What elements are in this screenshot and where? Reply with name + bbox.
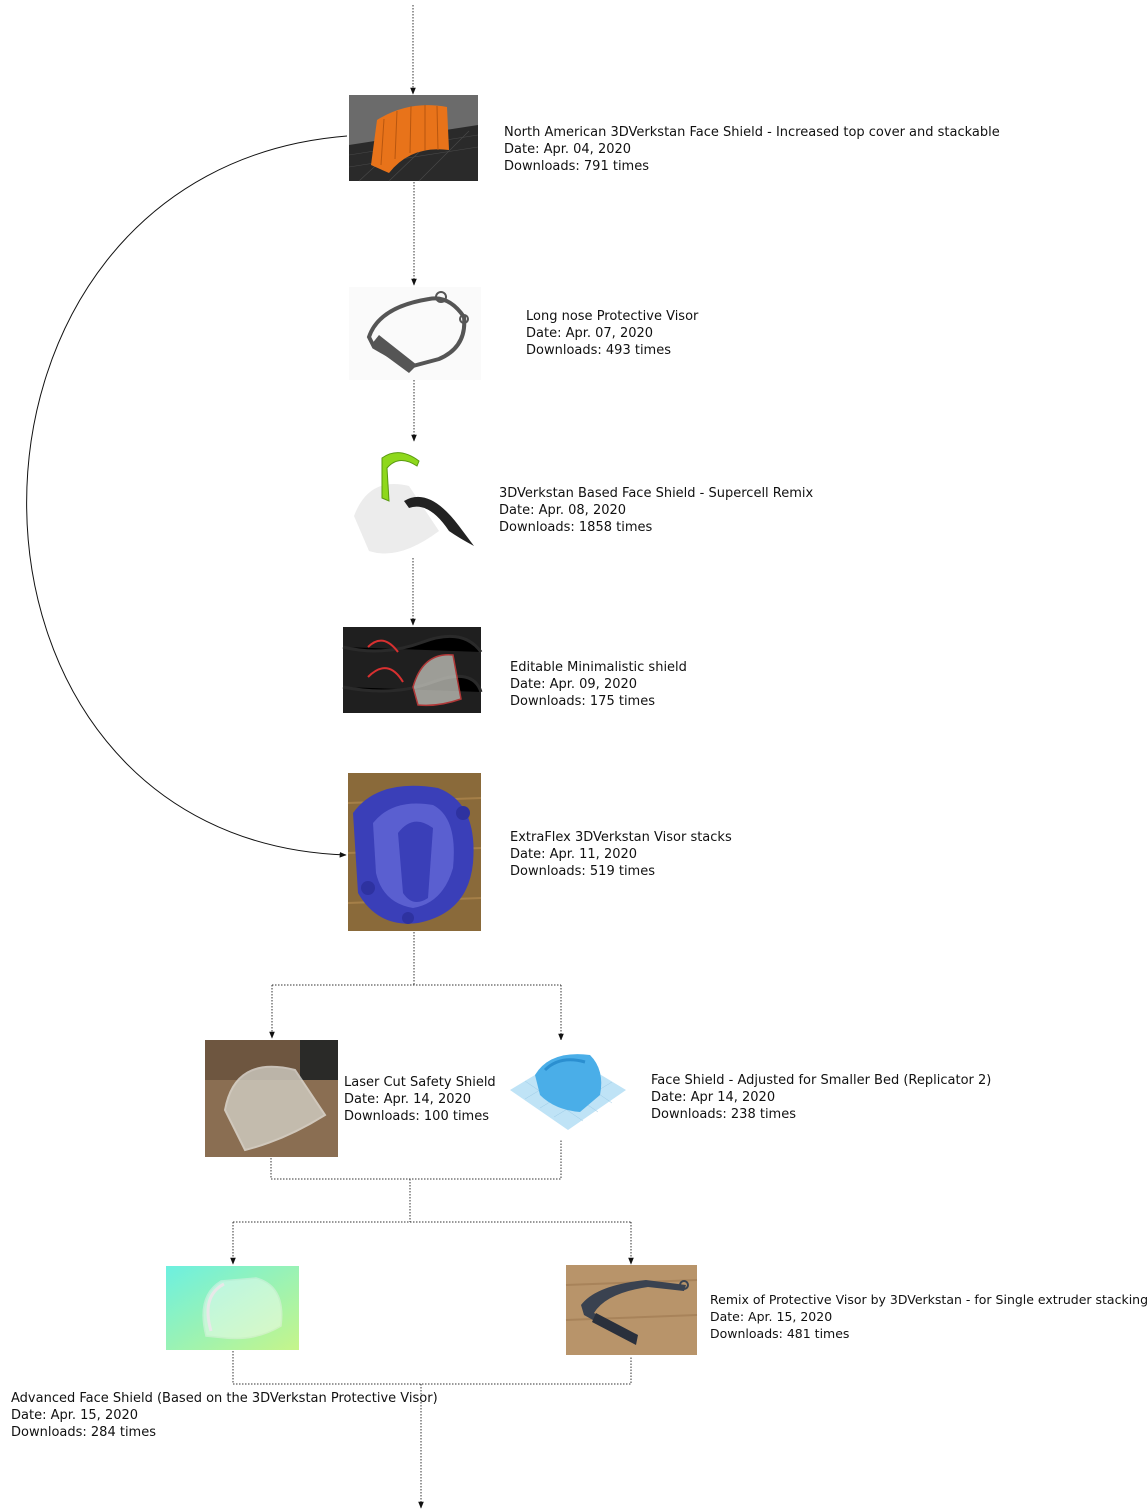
split-merge	[233, 1179, 631, 1223]
thumbnail-n9	[565, 1265, 698, 1355]
thumbnail-n1	[348, 95, 479, 182]
node-info-n9: Remix of Protective Visor by 3DVerkstan …	[710, 1291, 1148, 1342]
node-title: Laser Cut Safety Shield	[344, 1075, 496, 1090]
node-title: Long nose Protective Visor	[526, 309, 699, 324]
node-date: Date: Apr. 14, 2020	[344, 1092, 472, 1107]
node-info-n5: ExtraFlex 3DVerkstan Visor stacks Date: …	[510, 829, 732, 880]
node-date: Date: Apr 14, 2020	[651, 1090, 776, 1105]
node-title: ExtraFlex 3DVerkstan Visor stacks	[510, 830, 732, 845]
node-downloads: Downloads: 519 times	[510, 864, 655, 879]
node-downloads: Downloads: 175 times	[510, 694, 655, 709]
node-date: Date: Apr. 15, 2020	[710, 1309, 833, 1324]
node-downloads: Downloads: 1858 times	[499, 520, 653, 535]
node-title: 3DVerkstan Based Face Shield - Supercell…	[499, 486, 814, 501]
node-downloads: Downloads: 791 times	[504, 159, 649, 174]
split-n5	[272, 932, 561, 986]
node-downloads: Downloads: 493 times	[526, 343, 671, 358]
node-info-n8: Advanced Face Shield (Based on the 3DVer…	[11, 1390, 438, 1441]
node-downloads: Downloads: 238 times	[651, 1107, 796, 1122]
merge-n6-n7	[270, 1140, 562, 1180]
thumbnail-n6	[205, 1040, 338, 1157]
merge-n8-n9	[232, 1351, 632, 1385]
node-date: Date: Apr. 07, 2020	[526, 326, 654, 341]
thumbnail-n4	[342, 627, 483, 713]
node-date: Date: Apr. 04, 2020	[504, 142, 632, 157]
thumbnail-n3	[349, 446, 481, 558]
node-info-n4: Editable Minimalistic shield Date: Apr. …	[510, 659, 687, 710]
arc-n1-to-n5	[26, 135, 348, 858]
thumbnail-n2	[349, 287, 481, 380]
node-date: Date: Apr. 15, 2020	[11, 1408, 139, 1423]
node-title: Remix of Protective Visor by 3DVerkstan …	[710, 1292, 1148, 1307]
node-downloads: Downloads: 100 times	[344, 1109, 489, 1124]
node-title: Advanced Face Shield (Based on the 3DVer…	[11, 1391, 438, 1406]
node-info-n6: Laser Cut Safety Shield Date: Apr. 14, 2…	[344, 1074, 496, 1125]
thumbnail-n7	[510, 1040, 626, 1140]
node-info-n2: Long nose Protective Visor Date: Apr. 07…	[526, 308, 698, 359]
node-title: North American 3DVerkstan Face Shield - …	[504, 125, 1000, 140]
node-info-n7: Face Shield - Adjusted for Smaller Bed (…	[651, 1072, 991, 1123]
node-title: Face Shield - Adjusted for Smaller Bed (…	[651, 1073, 992, 1088]
node-downloads: Downloads: 481 times	[710, 1326, 850, 1341]
node-date: Date: Apr. 09, 2020	[510, 677, 638, 692]
thumbnail-n8	[166, 1266, 299, 1350]
node-date: Date: Apr. 08, 2020	[499, 503, 627, 518]
node-downloads: Downloads: 284 times	[11, 1425, 156, 1440]
node-info-n1: North American 3DVerkstan Face Shield - …	[504, 124, 1000, 175]
node-info-n3: 3DVerkstan Based Face Shield - Supercell…	[499, 485, 813, 536]
thumbnail-n5	[347, 773, 482, 931]
node-date: Date: Apr. 11, 2020	[510, 847, 638, 862]
node-title: Editable Minimalistic shield	[510, 660, 687, 675]
